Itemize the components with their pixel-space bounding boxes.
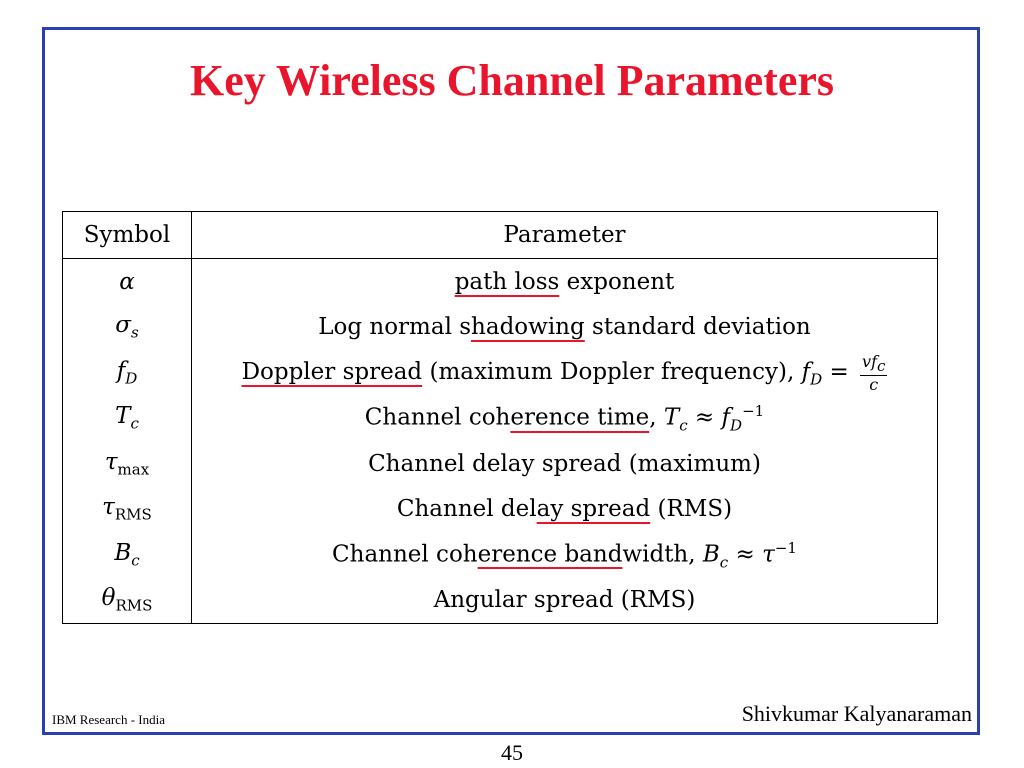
header-parameter: Parameter <box>191 211 938 259</box>
symbol-cell: Bc <box>62 531 192 578</box>
underlined-term: ay spread <box>536 496 651 523</box>
formula-var: T <box>663 404 680 431</box>
table-row: τmax Channel delay spread (maximum) <box>62 440 938 487</box>
parameter-cell: Channel coherence bandwidth, Bc ≈ τ−1 <box>192 532 938 577</box>
parameter-text: Channel coh <box>364 404 511 431</box>
underlined-term: erence time <box>510 404 650 431</box>
page-number: 45 <box>501 740 523 765</box>
symbol-var: τ <box>104 448 118 475</box>
slide-title: Key Wireless Channel Parameters <box>189 56 834 105</box>
formula-rel: ≈ <box>728 541 763 568</box>
formula-sub: D <box>730 416 743 435</box>
table-row: Tc Channel coherence time, Tc ≈ fD−1 <box>62 395 938 441</box>
formula-var: f <box>721 404 731 431</box>
parameter-cell: path loss exponent <box>192 259 938 305</box>
underlined-term: hadowing <box>471 314 585 341</box>
symbol-var: T <box>115 403 131 430</box>
table-row: τRMS Channel delay spread (RMS) <box>62 486 938 532</box>
table-row: θRMS Angular spread (RMS) <box>62 577 938 624</box>
table-row: σs Log normal shadowing standard deviati… <box>62 304 938 350</box>
parameter-cell: Channel coherence time, Tc ≈ fD−1 <box>192 395 938 440</box>
symbol-cell: τmax <box>62 440 192 487</box>
symbol-sub: D <box>125 369 138 388</box>
underlined-term: erence band <box>477 541 623 568</box>
numerator-text: vf <box>862 351 878 371</box>
parameter-text: Channel del <box>396 496 537 523</box>
symbol-sub: RMS <box>114 505 152 524</box>
formula-sub: c <box>679 416 688 435</box>
formula-var: f <box>801 358 811 385</box>
formula-sup: −1 <box>742 402 765 421</box>
table-header-row: Symbol Parameter <box>62 211 938 259</box>
parameter-cell: Angular spread (RMS) <box>192 577 938 623</box>
table-row: fD Doppler spread (maximum Doppler frequ… <box>62 349 938 396</box>
parameters-table: Symbol Parameter α path loss exponent σs… <box>62 211 938 624</box>
formula-eq: = <box>822 358 857 385</box>
symbol-sub: c <box>130 415 139 433</box>
footer-author: Shivkumar Kalyanaraman <box>741 701 972 726</box>
symbol-sub: c <box>131 551 140 570</box>
parameter-cell: Doppler spread (maximum Doppler frequenc… <box>192 350 938 395</box>
symbol-var: α <box>119 268 135 295</box>
numerator-sub: c <box>877 356 886 375</box>
formula-sup: −1 <box>774 538 797 557</box>
formula-var: τ <box>762 541 775 568</box>
footer-organization: IBM Research - India <box>52 712 165 727</box>
symbol-sub: max <box>117 460 150 479</box>
parameter-text: Log normal s <box>318 314 472 341</box>
table-row: Bc Channel coherence bandwidth, Bc ≈ τ−1 <box>62 531 938 578</box>
symbol-var: σ <box>115 312 131 339</box>
symbol-var: θ <box>101 585 116 612</box>
symbol-var: B <box>114 539 132 566</box>
parameter-cell: Log normal shadowing standard deviation <box>192 305 938 350</box>
parameter-text: exponent <box>559 268 675 295</box>
slide-frame <box>42 27 980 735</box>
parameter-text: width, <box>622 541 703 568</box>
symbol-sub: RMS <box>115 597 153 615</box>
parameter-text: , <box>649 404 664 431</box>
parameter-cell: Channel delay spread (RMS) <box>192 486 938 531</box>
symbol-sub: s <box>131 324 139 343</box>
symbol-cell: fD <box>62 349 192 396</box>
parameter-cell: Channel delay spread (maximum) <box>192 441 938 486</box>
parameter-text: Angular spread (RMS) <box>433 587 696 614</box>
parameter-text: Channel coh <box>332 541 478 568</box>
table-row: α path loss exponent <box>62 258 938 305</box>
formula-var: B <box>702 541 720 568</box>
fraction-denominator: c <box>869 374 879 394</box>
symbol-cell: α <box>62 258 192 305</box>
symbol-cell: Tc <box>62 395 192 441</box>
symbol-var: f <box>116 357 126 384</box>
formula-sub: c <box>719 552 729 571</box>
parameter-text: Channel delay spread (maximum) <box>368 450 761 477</box>
parameter-text: standard deviation <box>584 314 811 341</box>
parameter-text: (maximum Doppler frequency), <box>422 358 802 385</box>
formula-sub: D <box>810 370 823 389</box>
parameter-text: (RMS) <box>650 496 733 523</box>
fraction-numerator: vfc <box>860 351 888 376</box>
symbol-cell: σs <box>62 304 192 350</box>
formula-rel: ≈ <box>687 404 722 431</box>
symbol-cell: τRMS <box>62 486 192 532</box>
underlined-term: path loss <box>454 268 560 295</box>
header-symbol: Symbol <box>62 211 192 259</box>
symbol-var: τ <box>102 494 115 521</box>
symbol-cell: θRMS <box>62 577 192 624</box>
underlined-term: Doppler spread <box>241 358 423 385</box>
